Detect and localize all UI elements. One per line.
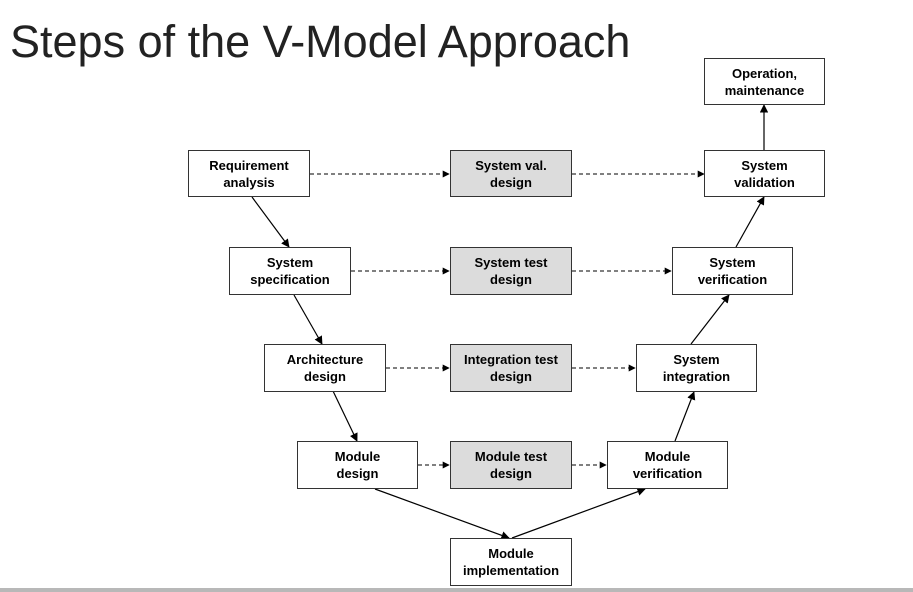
box-system-integration: System integration <box>636 344 757 392</box>
box-system-validation: System validation <box>704 150 825 197</box>
box-label: System specification <box>250 255 330 287</box>
bottom-bar <box>0 588 913 592</box>
box-requirement-analysis: Requirement analysis <box>188 150 310 197</box>
box-system-specification: System specification <box>229 247 351 295</box>
arrow-integ-to-sysver <box>690 294 730 345</box>
box-system-test-design: System test design <box>450 247 572 295</box>
box-label: System test design <box>474 255 548 287</box>
arrow-arch-to-module <box>332 390 358 442</box>
box-label: Architecture design <box>286 352 364 384</box>
box-label: Integration test design <box>464 352 558 384</box>
box-label: System val. design <box>475 157 547 190</box>
box-module-implementation: Module implementation <box>450 538 572 586</box>
box-module-design: Module design <box>297 441 418 489</box>
arrow-spec-to-arch <box>293 294 323 345</box>
box-system-val-design: System val. design <box>450 150 572 197</box>
arrow-modver-to-integ <box>674 391 696 442</box>
box-label: Requirement analysis <box>209 157 289 190</box>
box-architecture-design: Architecture design <box>264 344 386 392</box>
box-label: System verification <box>697 255 768 287</box>
box-label: System integration <box>662 352 731 384</box>
arrow-req-to-spec <box>251 196 290 248</box>
box-label: Module implementation <box>462 546 560 578</box>
box-module-verification: Module verification <box>607 441 728 489</box>
box-operation-maintenance: Operation, maintenance <box>704 58 825 105</box>
arrow-impl-to-modver <box>511 487 646 539</box>
box-label: Module design <box>334 449 381 481</box>
box-module-test-design: Module test design <box>450 441 572 489</box>
box-label: Operation, maintenance <box>724 65 805 98</box>
page-title: Steps of the V-Model Approach <box>10 16 631 67</box>
arrow-sysver-to-sysval <box>735 196 765 248</box>
box-label: Module verification <box>632 449 703 481</box>
box-system-verification: System verification <box>672 247 793 295</box>
box-integration-test-design: Integration test design <box>450 344 572 392</box>
box-label: Module test design <box>474 449 548 481</box>
arrow-module-to-impl <box>374 488 510 540</box>
box-label: System validation <box>734 157 795 190</box>
